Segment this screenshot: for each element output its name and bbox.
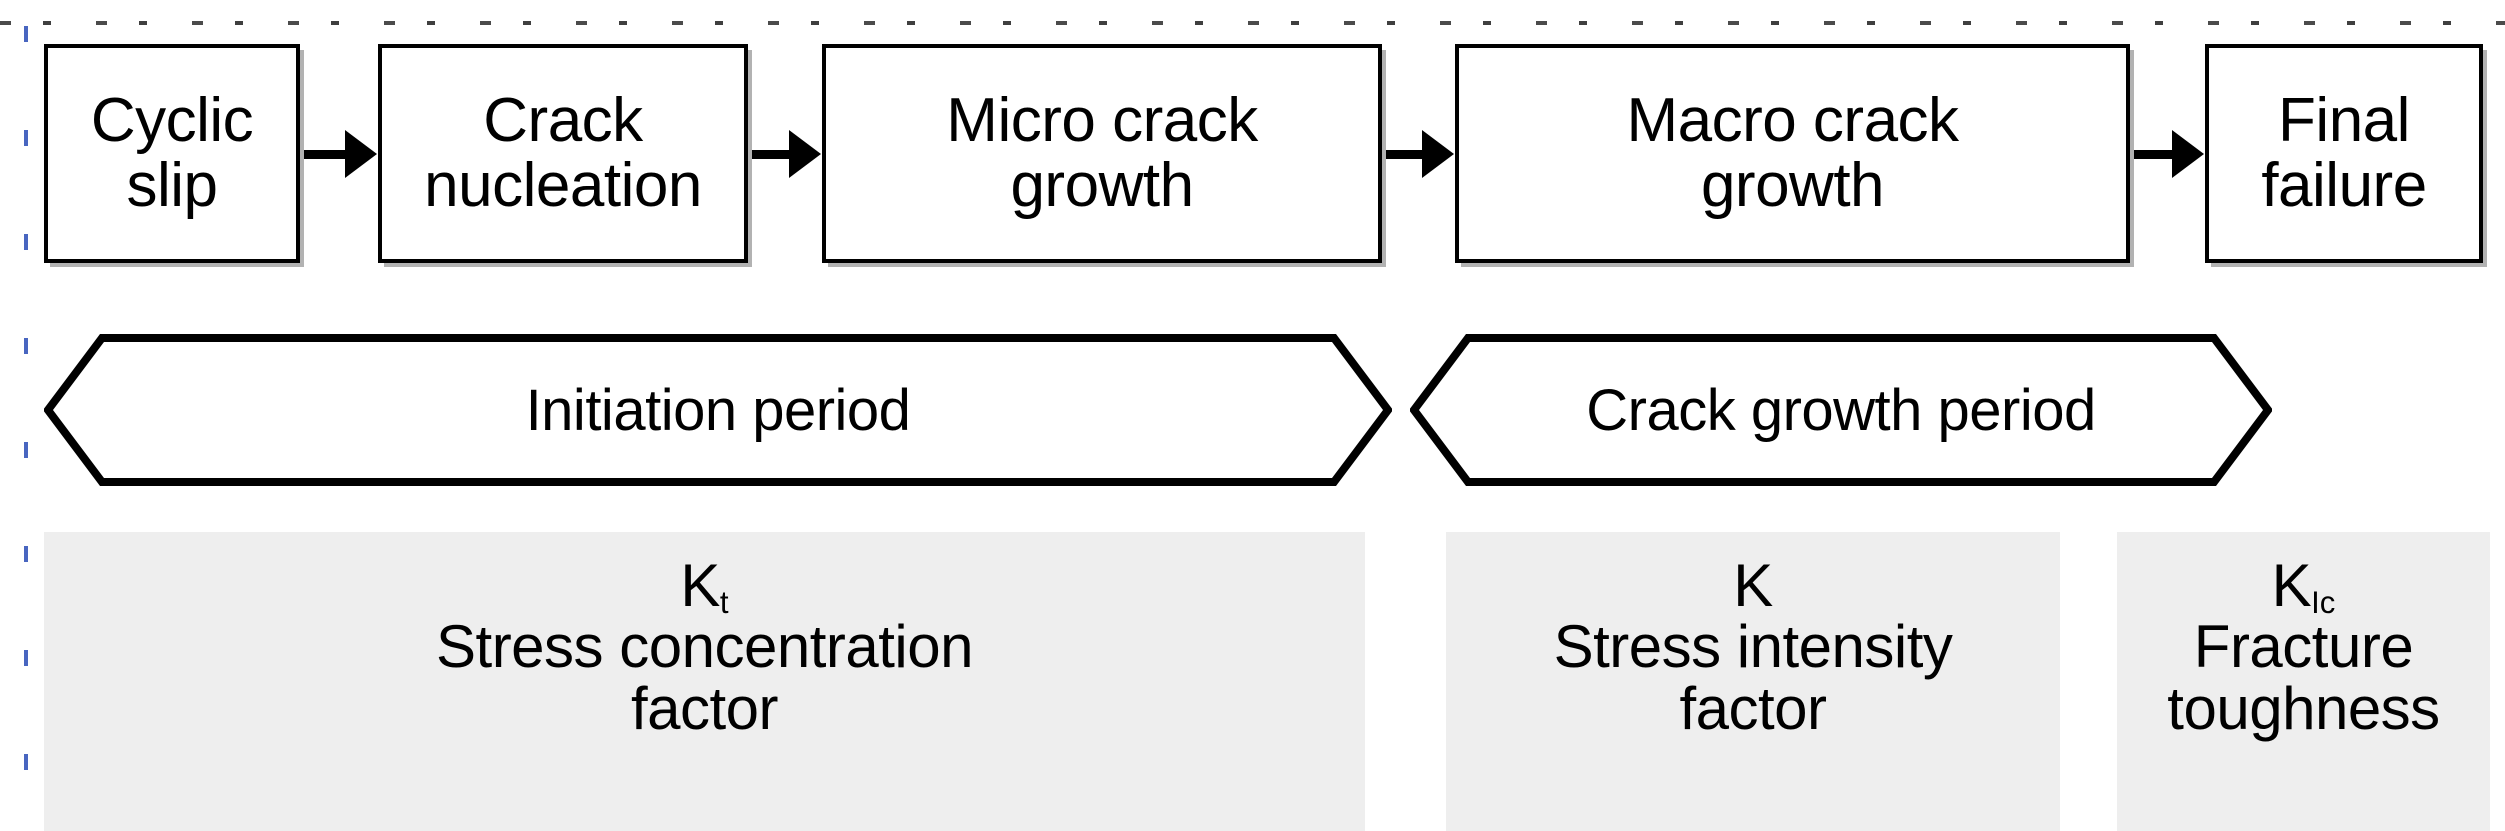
arrow-shaft bbox=[304, 149, 346, 159]
process-box-label: Final failure bbox=[2261, 86, 2427, 220]
arrow-head bbox=[1422, 130, 1454, 178]
factor-panel-stress-intensity[interactable]: K Stress intensity factor bbox=[1446, 532, 2060, 831]
process-box-crack-nucleation[interactable]: Crack nucleation bbox=[378, 44, 748, 263]
factor-symbol: K bbox=[1733, 552, 1773, 619]
process-box-final-failure[interactable]: Final failure bbox=[2205, 44, 2483, 263]
arrow-shaft bbox=[2134, 149, 2173, 159]
process-box-label: Macro crack growth bbox=[1626, 86, 1959, 220]
process-box-label: Cyclic slip bbox=[90, 86, 254, 220]
factor-name: Fracture toughness bbox=[2167, 613, 2440, 743]
arrow-head bbox=[2172, 130, 2204, 178]
chevron-outline-icon bbox=[1410, 334, 2272, 486]
process-box-cyclic-slip[interactable]: Cyclic slip bbox=[44, 44, 300, 263]
period-chevron-crack-growth[interactable]: Crack growth period bbox=[1410, 334, 2272, 486]
arrow-head bbox=[345, 130, 377, 178]
arrow-macro-crack-to-final-failure bbox=[2134, 130, 2205, 178]
process-box-label: Crack nucleation bbox=[424, 86, 702, 220]
process-box-macro-crack-growth[interactable]: Macro crack growth bbox=[1455, 44, 2130, 263]
arrow-head bbox=[789, 130, 821, 178]
period-chevron-initiation[interactable]: Initiation period bbox=[44, 334, 1392, 486]
process-box-micro-crack-growth[interactable]: Micro crack growth bbox=[822, 44, 1382, 263]
factor-name: Stress concentration factor bbox=[436, 613, 973, 743]
arrow-shaft bbox=[1386, 149, 1423, 159]
process-box-label: Micro crack growth bbox=[946, 86, 1258, 220]
arrow-cyclic-slip-to-crack-nucleation bbox=[304, 130, 378, 178]
period-label: Crack growth period bbox=[1586, 377, 2096, 443]
crop-marker-top bbox=[0, 21, 2505, 25]
arrow-crack-nucleation-to-micro-crack bbox=[752, 130, 822, 178]
period-label: Initiation period bbox=[525, 377, 911, 443]
factor-panel-stress-concentration[interactable]: Kt Stress concentration factor bbox=[44, 532, 1365, 831]
crop-marker-left bbox=[24, 26, 28, 831]
factor-symbol: Kt bbox=[680, 552, 729, 620]
factor-symbol: KIc bbox=[2271, 552, 2336, 620]
factor-name: Stress intensity factor bbox=[1553, 613, 1953, 743]
arrow-micro-crack-to-macro-crack bbox=[1386, 130, 1455, 178]
chevron-outline-icon bbox=[44, 334, 1392, 486]
factor-panel-fracture-toughness[interactable]: KIc Fracture toughness bbox=[2117, 532, 2490, 831]
arrow-shaft bbox=[752, 149, 790, 159]
